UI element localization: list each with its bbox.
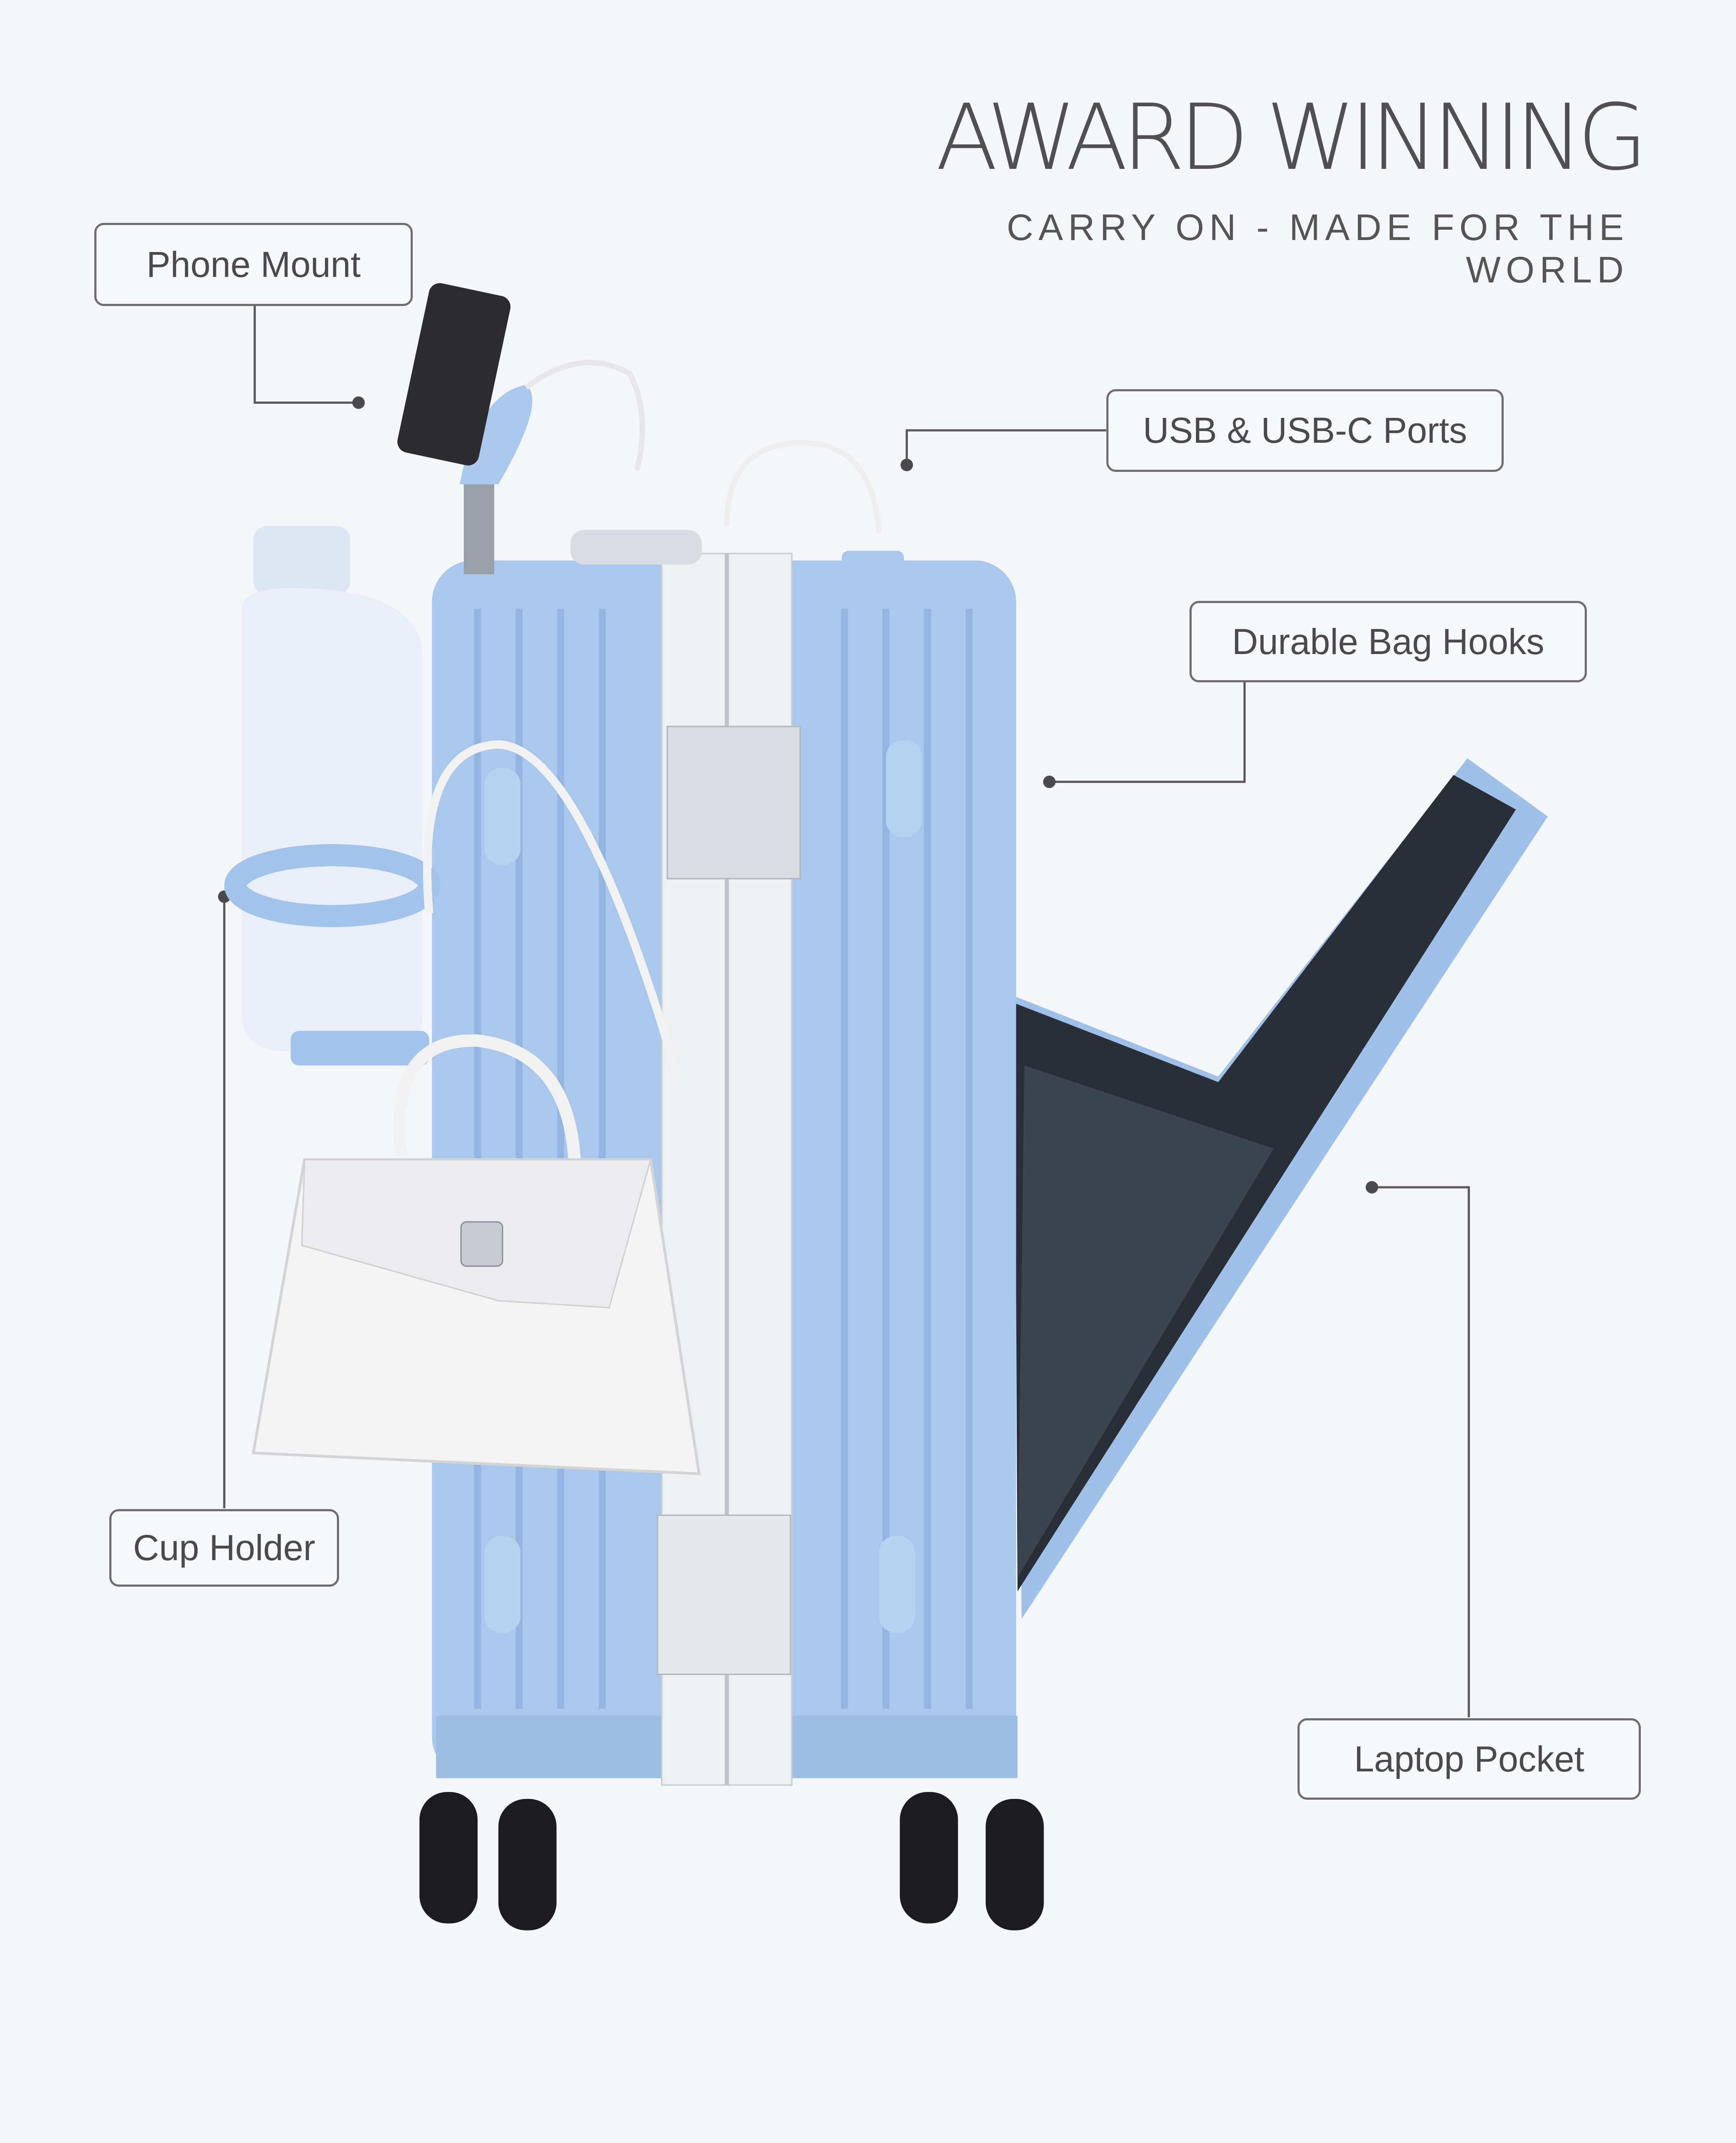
leader-lines: [223, 306, 1470, 1717]
phone-mount-leader: [253, 306, 359, 404]
phone-mount-dot: [352, 396, 365, 409]
water-bottle: [242, 525, 423, 1052]
callout-bag-hooks: Durable Bag Hooks: [1189, 601, 1587, 682]
handbag: [252, 740, 701, 1475]
wheels: [419, 1792, 1044, 1930]
bag-hook-lower-right: [879, 1536, 915, 1633]
callout-usb-ports: USB & USB-C Ports: [1106, 389, 1504, 472]
laptop-pocket-leader: [1372, 1186, 1470, 1717]
page-subtitle: CARRY ON - MADE FOR THE WORLD: [1006, 207, 1629, 291]
hinge-bottom: [657, 1514, 791, 1675]
usb-leader: [905, 429, 1106, 465]
phone-mount: [397, 283, 645, 574]
hinge-top: [667, 726, 801, 879]
usb-dot: [900, 459, 913, 471]
bag-hooks-leader: [1049, 682, 1246, 783]
callout-phone-mount: Phone Mount: [94, 223, 413, 306]
bag-hook-left: [484, 768, 521, 865]
bag-hook-right: [886, 740, 922, 837]
bag-hook-lower-left: [484, 1536, 521, 1633]
bag-hooks-dot: [1043, 775, 1056, 788]
callout-cup-holder: Cup Holder: [109, 1509, 339, 1587]
laptop-pocket-lid: [1015, 758, 1548, 1619]
usb-ports: [570, 440, 904, 572]
laptop-pocket-dot: [1366, 1181, 1379, 1194]
product-illustration: [218, 283, 1548, 1930]
callout-laptop-pocket: Laptop Pocket: [1297, 1718, 1641, 1800]
page-title: AWARD WINNING: [935, 84, 1648, 190]
